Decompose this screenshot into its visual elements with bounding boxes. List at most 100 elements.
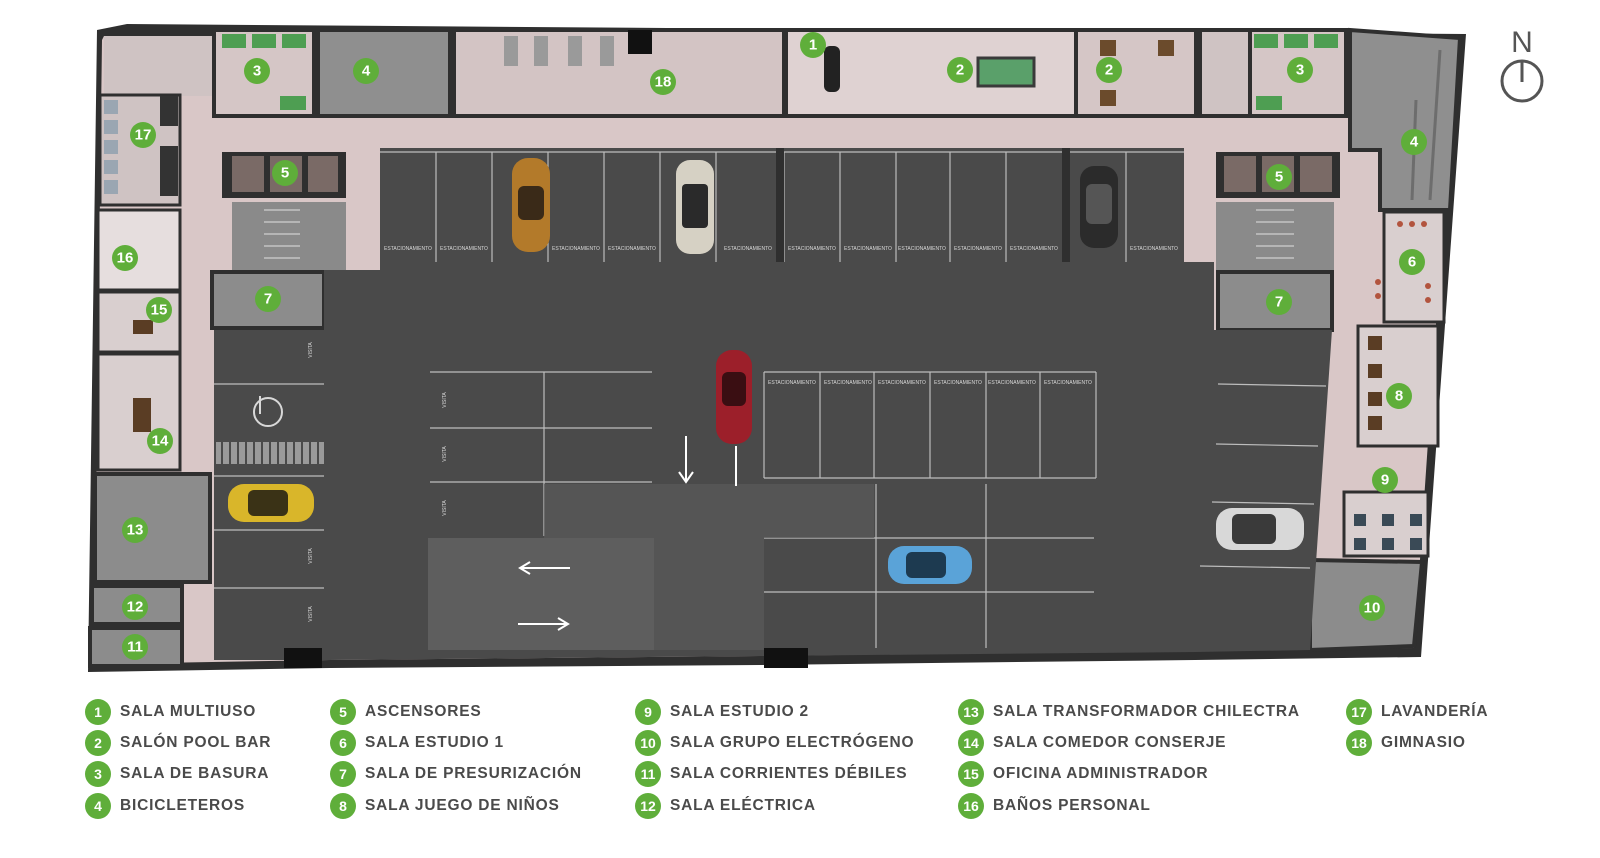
map-marker-4: 4 (1401, 129, 1427, 155)
map-markers: 1 2 2 3 3 4 4 5 5 6 7 7 8 9 10 11 12 13 … (112, 32, 1427, 660)
legend-item-10: 10 SALA GRUPO ELECTRÓGENO (635, 730, 914, 756)
parking-stall-label: ESTACIONAMIENTO (878, 380, 926, 386)
legend-item-7: 7 SALA DE PRESURIZACIÓN (330, 761, 582, 787)
map-marker-4: 4 (353, 58, 379, 84)
legend-label: SALA JUEGO DE NIÑOS (365, 797, 560, 814)
svg-text:7: 7 (1275, 294, 1283, 311)
map-marker-18: 18 (650, 69, 676, 95)
elevator-core-left (210, 152, 346, 330)
left-rooms (88, 93, 212, 668)
svg-text:3: 3 (253, 63, 261, 80)
visit-stall-label: VISITA (442, 446, 448, 462)
legend-item-9: 9 SALA ESTUDIO 2 (635, 699, 809, 725)
legend-item-12: 12 SALA ELÉCTRICA (635, 793, 816, 819)
map-marker-16: 16 (112, 245, 138, 271)
legend-label: BAÑOS PERSONAL (993, 797, 1151, 814)
map-marker-3: 3 (244, 58, 270, 84)
map-marker-13: 13 (122, 517, 148, 543)
legend-item-16: 16 BAÑOS PERSONAL (958, 793, 1151, 819)
svg-text:2: 2 (1105, 62, 1113, 79)
legend-label: SALA DE PRESURIZACIÓN (365, 765, 582, 782)
north-compass: N (1500, 26, 1544, 103)
svg-text:7: 7 (264, 291, 272, 308)
svg-text:3: 3 (1296, 62, 1304, 79)
legend-badge: 13 (958, 699, 984, 725)
parking-stall-label: ESTACIONAMIENTO (768, 380, 816, 386)
map-marker-17: 17 (130, 122, 156, 148)
visit-stall-label: VISITA (442, 500, 448, 516)
parking-stall-label: ESTACIONAMIENTO (1130, 246, 1178, 252)
legend-badge: 7 (330, 761, 356, 787)
legend-badge: 5 (330, 699, 356, 725)
legend-label: SALA DE BASURA (120, 765, 270, 782)
legend-badge: 16 (958, 793, 984, 819)
legend-item-3: 3 SALA DE BASURA (85, 761, 269, 787)
svg-text:4: 4 (362, 63, 371, 80)
visit-stall-label: VISITA (308, 548, 314, 564)
legend-label: SALA COMEDOR CONSERJE (993, 734, 1227, 751)
svg-text:11: 11 (127, 639, 143, 656)
legend-label: SALA ESTUDIO 1 (365, 734, 504, 751)
map-marker-10: 10 (1359, 595, 1385, 621)
legend-badge: 12 (635, 793, 661, 819)
legend-badge: 3 (85, 761, 111, 787)
floor-plan: ESTACIONAMIENTO ESTACIONAMIENTO ESTACION… (88, 24, 1544, 672)
parking-stall-label: ESTACIONAMIENTO (552, 246, 600, 252)
legend-badge: 10 (635, 730, 661, 756)
svg-text:10: 10 (1364, 600, 1381, 617)
legend-item-8: 8 SALA JUEGO DE NIÑOS (330, 793, 560, 819)
svg-text:5: 5 (281, 165, 289, 182)
parking-stall-label: ESTACIONAMIENTO (1010, 246, 1058, 252)
legend-item-13: 13 SALA TRANSFORMADOR CHILECTRA (958, 699, 1300, 725)
parking-stall-label: ESTACIONAMIENTO (954, 246, 1002, 252)
map-marker-5: 5 (272, 160, 298, 186)
legend-item-17: 17 LAVANDERÍA (1346, 699, 1488, 725)
map-marker-8: 8 (1386, 383, 1412, 409)
map-marker-2: 2 (947, 57, 973, 83)
legend-label: SALA GRUPO ELECTRÓGENO (670, 734, 915, 751)
legend-badge: 14 (958, 730, 984, 756)
svg-text:12: 12 (127, 599, 144, 616)
svg-text:18: 18 (655, 74, 672, 91)
legend-label: SALÓN POOL BAR (120, 734, 272, 751)
svg-text:13: 13 (127, 522, 144, 539)
parking-stall-label: ESTACIONAMIENTO (988, 380, 1036, 386)
visit-stall-label: VISITA (308, 606, 314, 622)
legend-label: ASCENSORES (365, 703, 482, 720)
legend-badge: 1 (85, 699, 111, 725)
map-marker-15: 15 (146, 297, 172, 323)
parking-stall-label: ESTACIONAMIENTO (898, 246, 946, 252)
legend-item-14: 14 SALA COMEDOR CONSERJE (958, 730, 1226, 756)
map-marker-6: 6 (1399, 249, 1425, 275)
map-marker-9: 9 (1372, 467, 1398, 493)
map-marker-7: 7 (1266, 289, 1292, 315)
legend-item-1: 1 SALA MULTIUSO (85, 699, 256, 725)
map-marker-7: 7 (255, 286, 281, 312)
compass-label: N (1511, 26, 1533, 59)
map-marker-2: 2 (1096, 57, 1122, 83)
parking-stall-label: ESTACIONAMIENTO (1044, 380, 1092, 386)
legend-label: SALA MULTIUSO (120, 703, 257, 720)
legend-item-11: 11 SALA CORRIENTES DÉBILES (635, 761, 907, 787)
map-marker-11: 11 (122, 634, 148, 660)
legend-item-6: 6 SALA ESTUDIO 1 (330, 730, 504, 756)
svg-text:2: 2 (956, 62, 964, 79)
map-marker-5: 5 (1266, 164, 1292, 190)
parking-stall-label: ESTACIONAMIENTO (440, 246, 488, 252)
legend-label: GIMNASIO (1381, 734, 1466, 751)
map-marker-14: 14 (147, 428, 173, 454)
legend-badge: 4 (85, 793, 111, 819)
legend-badge: 8 (330, 793, 356, 819)
visit-stall-label: VISITA (442, 392, 448, 408)
parking-stall-label: ESTACIONAMIENTO (788, 246, 836, 252)
parking-stall-label: ESTACIONAMIENTO (824, 380, 872, 386)
legend-item-4: 4 BICICLETEROS (85, 793, 245, 819)
legend-item-18: 18 GIMNASIO (1346, 730, 1466, 756)
svg-text:8: 8 (1395, 388, 1403, 405)
legend-item-2: 2 SALÓN POOL BAR (85, 730, 271, 756)
parking-stall-label: ESTACIONAMIENTO (384, 246, 432, 252)
svg-text:14: 14 (152, 433, 169, 450)
legend-item-15: 15 OFICINA ADMINISTRADOR (958, 761, 1208, 787)
svg-text:5: 5 (1275, 169, 1283, 186)
legend-label: SALA TRANSFORMADOR CHILECTRA (993, 703, 1300, 720)
